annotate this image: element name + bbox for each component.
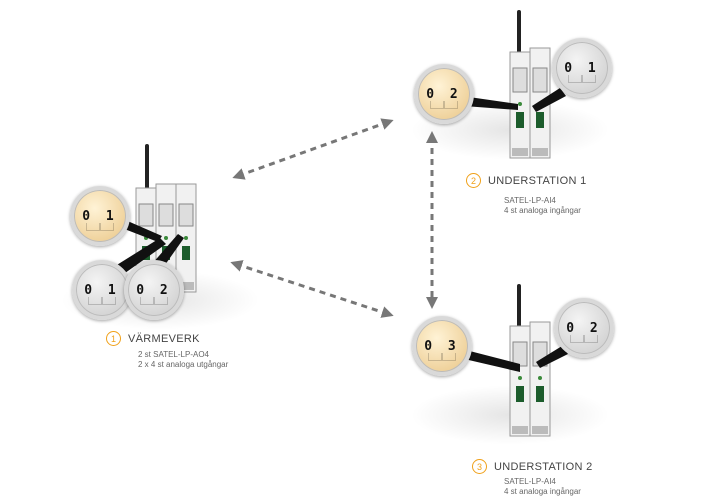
station-label-1: 1 VÄRMEVERK 2 st SATEL-LP-AO4 2 x 4 st an…: [106, 330, 228, 370]
module-lens-2b: 0 1: [552, 38, 612, 98]
antenna-icon: [517, 284, 521, 328]
antenna-icon: [145, 144, 149, 190]
station-label-3: 3 UNDERSTATION 2 SATEL-LP-AI4 4 st analog…: [472, 458, 593, 497]
station-title: VÄRMEVERK: [128, 332, 200, 345]
station-title: UNDERSTATION 2: [494, 460, 593, 473]
station-io: 2 x 4 st analoga utgångar: [138, 360, 229, 369]
station-model: 2 st SATEL-LP-AO4: [138, 350, 209, 359]
station-label-2: 2 UNDERSTATION 1 SATEL-LP-AI4 4 st analog…: [466, 172, 587, 216]
link-arrow-1-2: [232, 118, 394, 180]
station-model: SATEL-LP-AI4: [504, 477, 556, 486]
station-io: 4 st analoga ingångar: [504, 487, 581, 496]
station-number-badge: 3: [472, 459, 487, 475]
module-lens-3b: 0 2: [554, 298, 614, 358]
radio-module-icon: [509, 284, 551, 437]
station-title: UNDERSTATION 1: [488, 174, 587, 187]
station-model: SATEL-LP-AI4: [504, 196, 556, 205]
module-lens-3a: 0 3: [412, 316, 472, 376]
link-arrow-1-3: [230, 260, 394, 318]
radio-module-icon: [509, 10, 551, 159]
module-lens-1a: 0 1: [70, 186, 130, 246]
module-lens-1b: 0 1: [72, 260, 132, 320]
station-io: 4 st analoga ingångar: [504, 206, 581, 215]
station-number-badge: 2: [466, 173, 481, 189]
module-lens-2a: 0 2: [414, 64, 474, 124]
station-number-badge: 1: [106, 331, 121, 347]
module-lens-1c: 0 2: [124, 260, 184, 320]
antenna-icon: [517, 10, 521, 54]
